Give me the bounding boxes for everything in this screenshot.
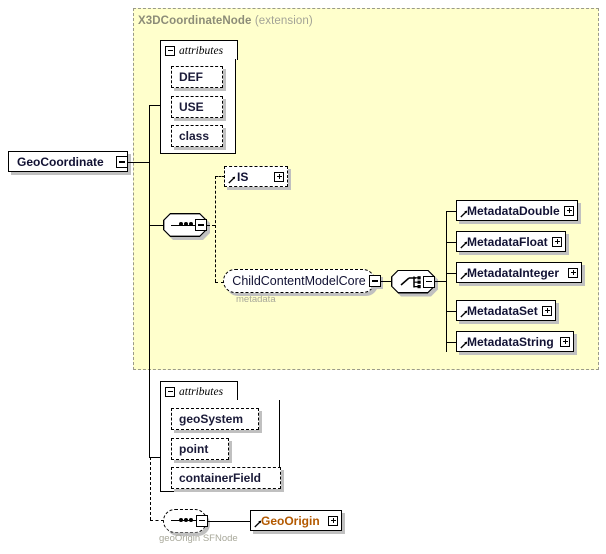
caption-metadata: metadata [236,294,276,305]
element-metadataset[interactable]: MetadataSet [456,300,556,321]
choice-glyph-icon [400,275,421,288]
extension-region-title: X3DCoordinateNode (extension) [138,15,313,27]
connector-trunk-to-own-sequence-vertical [149,457,151,520]
inherited-attributes-collapse-minus-icon[interactable] [165,45,175,56]
attribute-containerfield[interactable]: containerField [171,467,281,489]
attribute-point-label: point [179,442,209,456]
extension-kind-label: (extension) [254,15,313,27]
connector-group-to-choice [381,281,391,283]
ref-arrow-icon [228,176,236,184]
element-metadatainteger-label: MetadataInteger [467,265,560,280]
element-geocoordinate[interactable]: GeoCoordinate [8,151,128,172]
element-metadatastring-expand-plus-icon[interactable] [560,336,570,347]
attribute-geosystem-label: geoSystem [179,412,244,426]
connector-choice-fanout-trunk [446,211,448,352]
element-metadatadouble-expand-plus-icon[interactable] [564,205,574,216]
own-attributes-header: attributes [160,381,238,401]
ref-arrow-icon [254,520,262,528]
caption-geoorigin-sfnode: geoOrigin SFNode [159,533,238,544]
element-metadatafloat-expand-plus-icon[interactable] [552,236,562,247]
attribute-use[interactable]: USE [171,96,223,118]
connector-to-metadatastring [446,341,456,343]
connector-own-sequence-to-geoorigin [208,520,250,522]
attribute-class[interactable]: class [171,125,223,147]
own-sequence-collapse-minus-icon[interactable] [196,514,208,527]
connector-to-metadataset [446,310,456,312]
connector-choice-stub [435,281,447,283]
own-attributes-collapse-minus-icon[interactable] [165,386,175,397]
element-metadataset-label: MetadataSet [467,303,538,318]
element-is-expand-plus-icon[interactable] [274,171,284,182]
own-attributes-label: attributes [179,385,224,398]
connector-sequence-branch [214,176,216,282]
connector-to-metadatainteger [446,272,456,274]
connector-branch-to-is [214,176,225,177]
connector-branch-to-childcontent [214,281,224,283]
attribute-geosystem[interactable]: geoSystem [171,408,259,430]
connector-trunk-to-sequence [149,224,163,226]
inherited-attributes-label: attributes [179,44,224,57]
connector-sequence-stub [207,224,215,226]
attribute-point[interactable]: point [171,438,229,460]
connector-main-trunk [149,105,151,457]
element-metadatadouble[interactable]: MetadataDouble [456,200,578,221]
element-geoorigin-expand-plus-icon[interactable] [328,515,338,526]
ref-arrow-icon [460,341,468,349]
ref-arrow-icon [460,241,468,249]
element-metadatainteger[interactable]: MetadataInteger [456,262,582,283]
connector-to-metadatadouble [446,210,456,212]
element-metadatastring-label: MetadataString [467,334,554,349]
attribute-use-label: USE [179,100,204,114]
element-metadataset-expand-plus-icon[interactable] [542,305,552,316]
element-metadatafloat[interactable]: MetadataFloat [456,231,566,252]
ref-arrow-icon [460,272,468,280]
element-metadatadouble-label: MetadataDouble [467,203,560,218]
ref-arrow-icon [460,310,468,318]
geocoordinate-collapse-minus-icon[interactable] [116,156,128,168]
element-geoorigin-label: GeoOrigin [261,513,320,528]
inherited-attributes-header: attributes [160,40,238,60]
connector-trunk-to-inherited-attributes [149,104,161,106]
element-is-label: IS [237,169,249,184]
element-geocoordinate-label: GeoCoordinate [17,154,104,169]
group-childcontentmodelcore-label: ChildContentModelCore [232,274,366,288]
choice-collapse-minus-icon[interactable] [423,275,435,288]
attribute-containerfield-label: containerField [179,471,262,485]
element-metadatainteger-expand-plus-icon[interactable] [568,267,578,278]
connector-trunk-to-own-attributes [149,456,161,458]
element-metadatafloat-label: MetadataFloat [467,234,548,249]
attribute-class-label: class [179,129,210,143]
element-metadatastring[interactable]: MetadataString [456,331,574,352]
attribute-def-label: DEF [179,70,203,84]
element-geoorigin[interactable]: GeoOrigin [250,510,342,531]
ref-arrow-icon [460,210,468,218]
group-childcontentmodelcore[interactable]: ChildContentModelCore [223,269,375,293]
connector-to-own-sequence [149,520,164,521]
childcontentmodelcore-collapse-minus-icon[interactable] [369,275,381,287]
connector-root-to-trunk [128,161,150,163]
base-type-name: X3DCoordinateNode [138,15,252,27]
connector-to-metadatafloat [446,241,456,243]
attribute-def[interactable]: DEF [171,66,223,88]
sequence-collapse-minus-icon[interactable] [195,219,207,231]
element-is[interactable]: IS [224,166,288,187]
